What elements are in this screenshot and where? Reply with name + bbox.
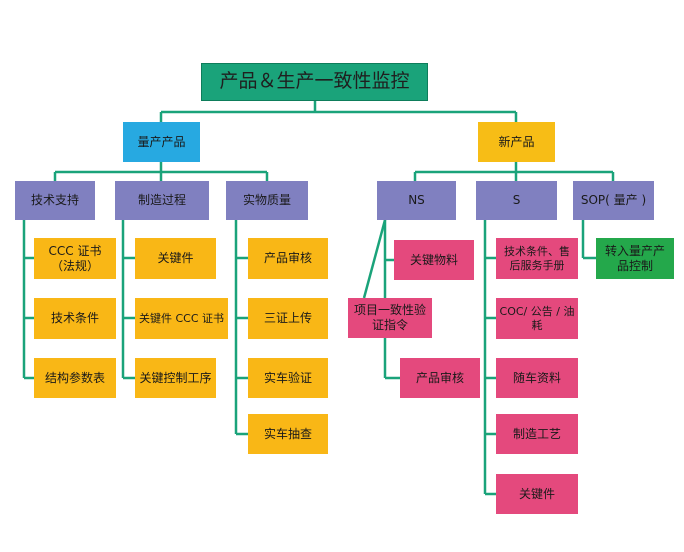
ns-item: 关键物料 xyxy=(394,240,474,280)
sop-item: 转入量产产品控制 xyxy=(596,238,674,279)
s-node: S xyxy=(476,181,557,220)
s-item: 关键件 xyxy=(496,474,578,514)
ns-node: NS xyxy=(377,181,456,220)
s-item: 制造工艺 xyxy=(496,414,578,454)
root-title-box: 产品＆生产一致性监控 xyxy=(201,63,428,101)
s-item: 随车资料 xyxy=(496,358,578,398)
ns-item: 产品审核 xyxy=(400,358,480,398)
manufacturing-item: 关键件 xyxy=(135,238,216,279)
manufacturing-node: 制造过程 xyxy=(115,181,209,220)
mass-product-node: 量产产品 xyxy=(123,122,200,162)
physical-quality-item: 实车抽查 xyxy=(248,414,328,454)
ns-item: 项目一致性验证指令 xyxy=(348,298,432,338)
tech-support-node: 技术支持 xyxy=(15,181,95,220)
new-product-node: 新产品 xyxy=(478,122,555,162)
tech-support-item: 结构参数表 xyxy=(34,358,116,398)
physical-quality-node: 实物质量 xyxy=(226,181,308,220)
physical-quality-item: 三证上传 xyxy=(248,298,328,339)
manufacturing-item: 关键件 CCC 证书 xyxy=(135,298,228,339)
s-item: COC/ 公告 / 油耗 xyxy=(496,298,578,339)
manufacturing-item: 关键控制工序 xyxy=(135,358,216,398)
physical-quality-item: 产品审核 xyxy=(248,238,328,279)
tech-support-item: 技术条件 xyxy=(34,298,116,339)
tech-support-item: CCC 证书（法规） xyxy=(34,238,116,279)
s-item: 技术条件、售后服务手册 xyxy=(496,238,578,279)
sop-node: SOP( 量产 ) xyxy=(573,181,654,220)
physical-quality-item: 实车验证 xyxy=(248,358,328,398)
